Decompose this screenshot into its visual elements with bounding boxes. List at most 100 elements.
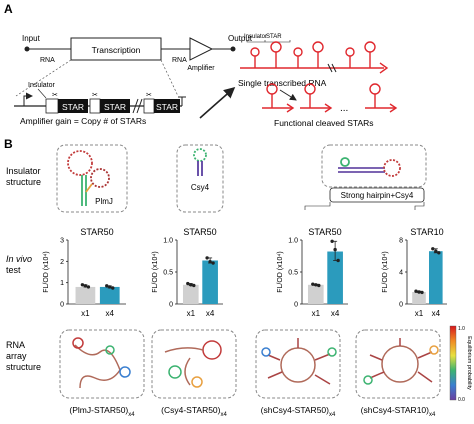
star-label-3: STAR (156, 102, 178, 112)
strong-hairpin-label: Strong hairpin+Csy4 (341, 191, 414, 200)
zoom-line-right (160, 59, 179, 97)
panel-a-label: A (4, 2, 13, 16)
chart-1-point (80, 283, 85, 287)
output-node (230, 46, 236, 52)
chart-1-ytick-label: 3 (60, 238, 64, 245)
chart-3-point (336, 258, 340, 263)
row-rna-line3: structure (6, 362, 41, 372)
chart-4-ytick-label: 0 (399, 302, 403, 309)
insulator-block-3 (143, 98, 155, 114)
insulator-callout: Insulator (28, 82, 56, 89)
insulator-block-1 (45, 98, 59, 114)
chart-1-ytick-label: 1 (60, 280, 64, 287)
chart-1-ytick-label: 2 (60, 259, 64, 266)
chart-2-ytick-label: 0.5 (163, 270, 173, 277)
array-box-1 (59, 329, 145, 399)
bracket (246, 40, 291, 43)
chart-1-point (86, 285, 91, 289)
break-icon (132, 98, 143, 114)
chart-4-bar-x4 (429, 251, 443, 304)
colorbar-label: Equilibrium probability (466, 336, 472, 390)
chart-4-xtick-x4: x4 (432, 309, 441, 318)
chart-3-ytick-label: 0.5 (288, 270, 298, 277)
functional-label: Functional cleaved STARs (274, 118, 374, 128)
strong-hairpin-bracket (304, 202, 425, 210)
row-insulator-line2: structure (6, 177, 41, 187)
array-label-4: (shCsy4-STAR10)x4 (361, 405, 436, 418)
chart-4-point (431, 247, 435, 251)
rna-right-label: RNA (172, 57, 187, 64)
chart-4-point (420, 290, 424, 295)
cleave-arrow (279, 89, 297, 101)
shcsy4-structure-box (321, 144, 427, 188)
rna-array-boxes (59, 329, 441, 399)
cut-icon-3: ✂ (146, 92, 152, 99)
shcsy4-hairpin-icon (338, 157, 401, 177)
chart-2-point (186, 281, 190, 286)
cut-icon-1: ✂ (52, 92, 58, 99)
panel-b-label: B (4, 137, 13, 151)
chart-1-point (105, 284, 109, 288)
chart-4-point (414, 289, 418, 293)
cut-icon-2: ✂ (92, 92, 98, 99)
amplifier-label: Amplifier (187, 65, 215, 72)
star-label-2: STAR (104, 102, 126, 112)
chart-4-ytick-label: 8 (399, 238, 403, 245)
flow-arrow (199, 86, 236, 119)
array-label-1: (PlmJ-STAR50)x4 (69, 405, 135, 418)
star-top-label: STAR (266, 34, 282, 40)
chart-3-point (311, 282, 315, 286)
chart-1-bar-x4 (99, 286, 120, 304)
input-node (24, 46, 30, 52)
chart-3-title: STAR50 (308, 227, 341, 237)
chart-1-ytick-label: 0 (60, 302, 64, 309)
chart-3-ytick-label: 0 (294, 302, 298, 309)
chart-2-point (192, 283, 196, 288)
chart-3-xtick-x4: x4 (331, 309, 340, 318)
chart-2-xtick-x4: x4 (206, 309, 215, 318)
transcription-label: Transcription (92, 45, 141, 55)
output-label: Output (228, 34, 253, 43)
chart-1-xtick-x4: x4 (106, 309, 115, 318)
row-rna-line1: RNA (6, 340, 25, 350)
star-label-1: STAR (62, 102, 84, 112)
array-labels: (PlmJ-STAR50)x4 (Csy4-STAR50)x4 (shCsy4-… (69, 405, 436, 418)
chart-4-bar-x1 (412, 292, 426, 304)
csy4-structure-box (176, 144, 224, 213)
array-box-4 (355, 329, 441, 399)
single-rna-strand (240, 41, 389, 74)
array-label-3: (shCsy4-STAR50)x4 (261, 405, 336, 418)
chart-2-point (205, 256, 209, 260)
array-box-3 (255, 329, 341, 399)
zoom-line-left (15, 59, 72, 97)
star-block-3 (154, 99, 180, 113)
rna-array-structures (72, 337, 439, 389)
star-block-2 (100, 99, 130, 113)
chart-1-title: STAR50 (80, 227, 113, 237)
csy4-label: Csy4 (191, 183, 210, 192)
promoter-icon (23, 92, 33, 106)
chart-3-point (317, 283, 321, 288)
terminator-icon (178, 96, 186, 106)
chart-2-ytick-label: 0 (169, 302, 173, 309)
colorbar-max: 1.0 (458, 326, 465, 332)
row-rna-line2: array (6, 351, 27, 361)
csy4-hairpin-icon (193, 148, 207, 176)
chart-1-bar-x1 (75, 286, 96, 304)
plmj-structure-box (56, 144, 128, 213)
chart-2-ytick-label: 1.0 (163, 238, 173, 245)
strand-break-icon (327, 63, 337, 73)
chart-2-bar-x4 (202, 260, 218, 304)
array-label-2: (Csy4-STAR50)x4 (161, 405, 227, 418)
chart-1-ylabel: FL/OD (x10⁴) (43, 251, 50, 293)
chart-3-point (330, 239, 334, 243)
plmj-hairpin-icon (67, 150, 110, 206)
chart-2-ylabel: FL/OD (x10⁴) (152, 251, 159, 293)
cleaved-stars (262, 83, 398, 113)
ellipsis: ... (340, 103, 348, 114)
rna-left-label: RNA (40, 57, 55, 64)
plmj-label: PlmJ (95, 197, 113, 206)
chart-1-point (111, 286, 115, 290)
colorbar-min: 0.0 (458, 397, 465, 403)
